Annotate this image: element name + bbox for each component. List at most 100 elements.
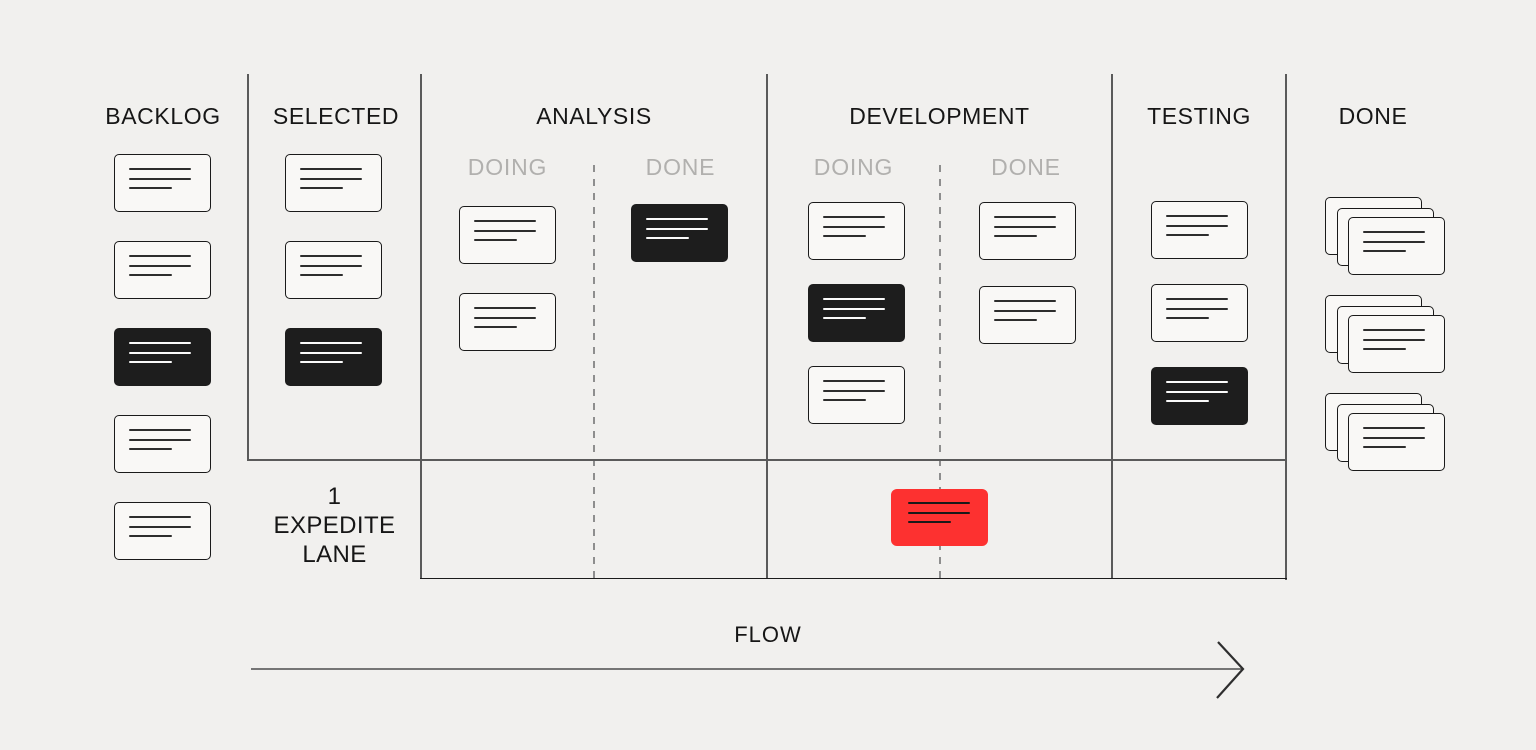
card-text-line	[1363, 427, 1425, 429]
card-text-line	[129, 352, 191, 355]
flow-arrow-head-icon	[1216, 641, 1245, 699]
board-border-development-left	[766, 74, 768, 579]
subcolumn-header-analysis-done: DONE	[645, 154, 716, 180]
kanban-card-black[interactable]	[1151, 367, 1248, 425]
kanban-card-white[interactable]	[114, 415, 211, 473]
card-text-line	[823, 226, 885, 228]
kanban-card-white[interactable]	[1151, 201, 1248, 259]
card-text-line	[823, 399, 866, 401]
card-text-line	[474, 239, 517, 241]
kanban-card-white[interactable]	[114, 502, 211, 560]
kanban-card-white[interactable]	[459, 293, 556, 351]
column-header-backlog: BACKLOG	[105, 103, 221, 129]
subcolumn-header-development-doing: DOING	[813, 154, 894, 180]
card-text-line	[646, 228, 708, 231]
card-text-line	[300, 342, 362, 345]
kanban-card-white[interactable]	[979, 202, 1076, 260]
card-text-line	[994, 319, 1037, 321]
kanban-card-black[interactable]	[631, 204, 728, 262]
expedite-wip-limit: 1	[327, 483, 342, 510]
kanban-card-white[interactable]	[1348, 315, 1445, 373]
expedite-label-line1: EXPEDITE	[273, 512, 396, 539]
card-text-line	[129, 429, 191, 431]
card-text-line	[823, 308, 885, 311]
card-text-line	[1166, 400, 1209, 403]
kanban-card-white[interactable]	[114, 241, 211, 299]
kanban-card-white[interactable]	[808, 202, 905, 260]
card-text-line	[474, 317, 536, 319]
done-card-stack[interactable]	[1325, 393, 1446, 472]
column-testing-cards	[1151, 201, 1248, 425]
card-text-line	[823, 390, 885, 392]
card-text-line	[823, 235, 866, 237]
card-text-line	[1363, 446, 1406, 448]
card-text-line	[129, 361, 172, 364]
column-backlog-cards	[114, 154, 211, 560]
board-border-analysis-left	[420, 74, 422, 579]
card-text-line	[994, 216, 1056, 218]
card-text-line	[300, 265, 362, 267]
card-text-line	[474, 220, 536, 222]
board-bottom-border	[420, 578, 1287, 580]
card-text-line	[129, 526, 191, 528]
card-text-line	[129, 187, 172, 189]
kanban-card-white[interactable]	[979, 286, 1076, 344]
card-text-line	[1363, 329, 1425, 331]
card-text-line	[129, 274, 172, 276]
flow-arrow-line	[251, 668, 1242, 671]
card-text-line	[1166, 391, 1228, 394]
card-text-line	[300, 187, 343, 189]
card-text-line	[646, 237, 689, 240]
card-text-line	[1363, 241, 1425, 243]
card-text-line	[646, 218, 708, 221]
board-border-testing-right	[1285, 74, 1287, 580]
kanban-card-white[interactable]	[1151, 284, 1248, 342]
card-text-line	[1363, 250, 1406, 252]
board-border-testing-left	[1111, 74, 1113, 579]
card-text-line	[129, 342, 191, 345]
expedite-lane-label: 1 EXPEDITE LANE	[248, 482, 421, 569]
card-text-line	[129, 439, 191, 441]
expedite-label-line2: LANE	[302, 541, 367, 568]
card-text-line	[1166, 308, 1228, 310]
card-text-line	[129, 168, 191, 170]
card-text-line	[823, 317, 866, 320]
kanban-card-black[interactable]	[808, 284, 905, 342]
kanban-card-white[interactable]	[114, 154, 211, 212]
card-text-line	[474, 230, 536, 232]
card-text-line	[474, 326, 517, 328]
card-text-line	[908, 502, 970, 504]
card-text-line	[994, 300, 1056, 302]
card-text-line	[823, 216, 885, 218]
card-text-line	[1166, 298, 1228, 300]
kanban-card-red[interactable]	[891, 489, 988, 546]
flow-label: FLOW	[734, 622, 802, 647]
subcolumn-header-development-done: DONE	[991, 154, 1061, 180]
kanban-card-white[interactable]	[285, 241, 382, 299]
column-analysis-done-cards	[631, 204, 728, 262]
card-text-line	[1166, 381, 1228, 384]
card-text-line	[300, 178, 362, 180]
card-text-line	[300, 352, 362, 355]
card-text-line	[129, 255, 191, 257]
column-done-stacks	[1325, 197, 1446, 472]
column-header-selected: SELECTED	[272, 103, 400, 129]
expedite-lane-cards	[891, 489, 988, 546]
doing-done-divider-development	[939, 165, 941, 579]
kanban-card-black[interactable]	[114, 328, 211, 386]
subcolumn-header-analysis-doing: DOING	[467, 154, 548, 180]
kanban-card-black[interactable]	[285, 328, 382, 386]
column-header-done: DONE	[1338, 103, 1408, 129]
done-card-stack[interactable]	[1325, 197, 1446, 276]
column-selected-cards	[285, 154, 382, 386]
kanban-card-white[interactable]	[808, 366, 905, 424]
done-card-stack[interactable]	[1325, 295, 1446, 374]
kanban-card-white[interactable]	[459, 206, 556, 264]
card-text-line	[994, 226, 1056, 228]
card-text-line	[300, 361, 343, 364]
kanban-card-white[interactable]	[285, 154, 382, 212]
card-text-line	[300, 255, 362, 257]
card-text-line	[823, 380, 885, 382]
kanban-card-white[interactable]	[1348, 413, 1445, 471]
kanban-card-white[interactable]	[1348, 217, 1445, 275]
